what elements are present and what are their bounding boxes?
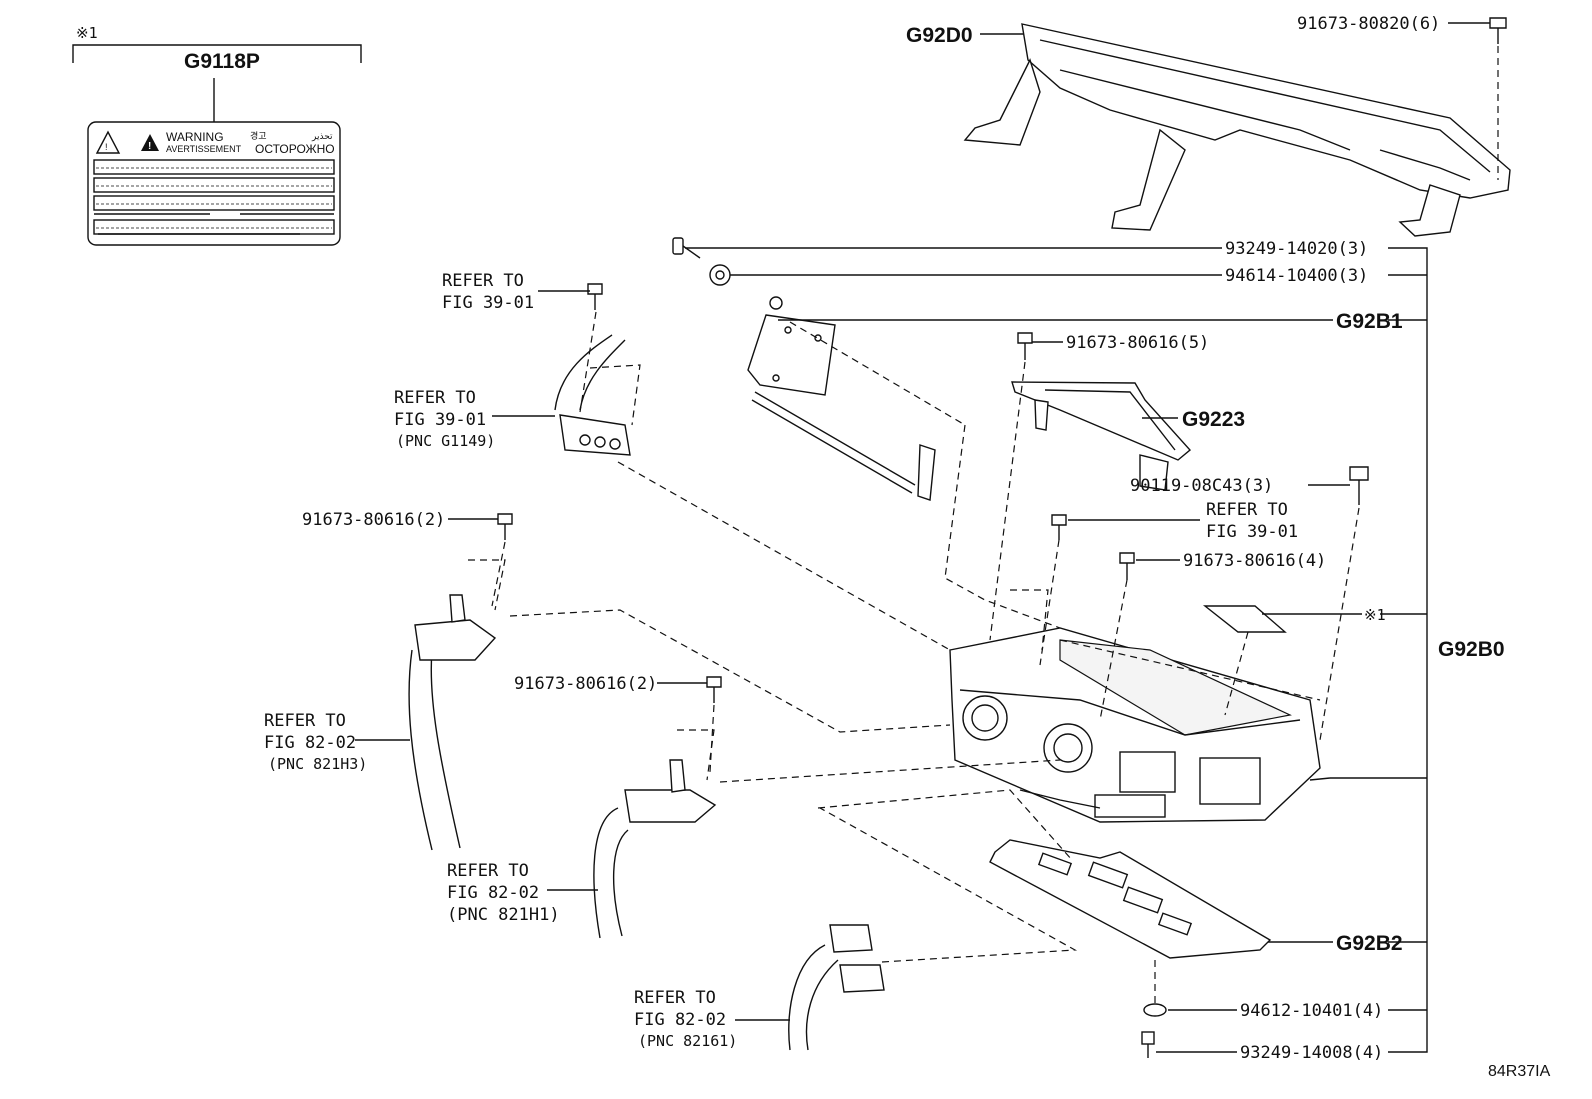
warning-text-ru: ОСТОРОЖНО	[255, 142, 335, 156]
callout-refer-mid-1: REFER TO	[1206, 500, 1288, 520]
label-sheet-part-number: G9118P	[184, 50, 260, 73]
callout-bolt-80616-2a: 91673-80616(2)	[302, 510, 445, 530]
label-plate	[1202, 605, 1287, 633]
bolt-icon	[1489, 17, 1507, 44]
callout-g92b0: G92B0	[1438, 638, 1505, 661]
bolt-icon	[1051, 514, 1067, 540]
callout-bolt-80616-2b: 91673-80616(2)	[514, 674, 657, 694]
bolt-icon	[706, 676, 722, 703]
bottom-plate-g92b2	[989, 839, 1272, 959]
cover-bracket-g92d0	[963, 23, 1511, 237]
callout-refer-821h1-3: (PNC 821H1)	[447, 905, 560, 925]
bolt-icon	[1119, 552, 1135, 580]
bolt-icon	[1141, 1031, 1155, 1058]
bolt-icon	[1017, 332, 1033, 360]
callout-refer-821h1-1: REFER TO	[447, 861, 529, 881]
cable-821h1	[593, 759, 717, 939]
callout-refer-top-2: FIG 39-01	[442, 293, 534, 313]
callout-bolt-80616-4: 91673-80616(4)	[1183, 551, 1326, 571]
callout-washer-10401: 94612-10401(4)	[1240, 1001, 1383, 1021]
callout-g92b2: G92B2	[1336, 932, 1403, 955]
callout-refer-82161-1: REFER TO	[634, 988, 716, 1008]
bolt-icon	[497, 513, 513, 540]
callout-g9223: G9223	[1182, 408, 1245, 431]
callout-refer-g1149-1: REFER TO	[394, 388, 476, 408]
callout-refer-821h3-1: REFER TO	[264, 711, 346, 731]
callout-refer-821h3-2: FIG 82-02	[264, 733, 356, 753]
hazard-icon: !	[95, 130, 121, 154]
warning-text-ar: تحذير	[311, 131, 333, 141]
callout-bolt-08c43: 90119-08C43(3)	[1130, 476, 1273, 496]
diagram-id-code: 84R37IA	[1488, 1063, 1551, 1080]
callout-g92d0: G92D0	[906, 24, 973, 47]
callout-refer-g1149-3: (PNC G1149)	[396, 432, 495, 450]
callout-refer-82161-2: FIG 82-02	[634, 1010, 726, 1030]
svg-text:!: !	[148, 141, 151, 152]
callout-labels: G92D0 91673-80820(6) 93249-14020(3) 9461…	[264, 14, 1551, 1080]
bolt-icon	[587, 283, 603, 310]
callout-refer-top-1: REFER TO	[442, 271, 524, 291]
callout-refer-g1149-2: FIG 39-01	[394, 410, 486, 430]
callout-washer-10400: 94614-10400(3)	[1225, 266, 1368, 286]
callout-bolt-14008: 93249-14008(4)	[1240, 1043, 1383, 1063]
callout-bolt-80820: 91673-80820(6)	[1297, 14, 1440, 34]
bolt-icon	[672, 237, 701, 259]
callout-refer-821h1-2: FIG 82-02	[447, 883, 539, 903]
callout-bolt-14020: 93249-14020(3)	[1225, 239, 1368, 259]
assembly-lines	[468, 46, 1499, 1004]
callout-refer-mid-2: FIG 39-01	[1206, 522, 1298, 542]
inverter-assembly-g92b0	[949, 627, 1331, 823]
connector-82161	[788, 924, 885, 1051]
callout-ref-mark: ※1	[1364, 606, 1386, 624]
washer-icon	[1143, 1003, 1167, 1017]
callout-refer-821h3-3: (PNC 821H3)	[268, 755, 367, 773]
warning-label-outline	[87, 121, 341, 246]
leader-lines	[355, 22, 1490, 1053]
ref-mark-label: ※1	[76, 24, 98, 42]
callout-refer-82161-3: (PNC 82161)	[638, 1032, 737, 1050]
callout-g92b1: G92B1	[1336, 310, 1403, 333]
callout-bolt-80616-5: 91673-80616(5)	[1066, 333, 1209, 353]
bracket-g9223	[1011, 381, 1192, 491]
sensor-g92b1	[747, 296, 936, 501]
label-text-lines	[93, 159, 335, 235]
svg-text:!: !	[105, 142, 108, 152]
connector-g1149	[554, 334, 631, 456]
bolt-icon	[1349, 466, 1369, 505]
warning-text-en: WARNING	[166, 130, 224, 144]
label-sheet-g9118p: ※1 G9118P ! ! WARNING AVERTISSEMENT 경고 О…	[72, 24, 362, 246]
washer-icon	[709, 264, 731, 286]
cable-821h3	[408, 594, 497, 851]
warning-text-kr: 경고	[250, 130, 267, 141]
warning-icon: !	[141, 134, 159, 152]
warning-text-fr: AVERTISSEMENT	[166, 144, 242, 154]
